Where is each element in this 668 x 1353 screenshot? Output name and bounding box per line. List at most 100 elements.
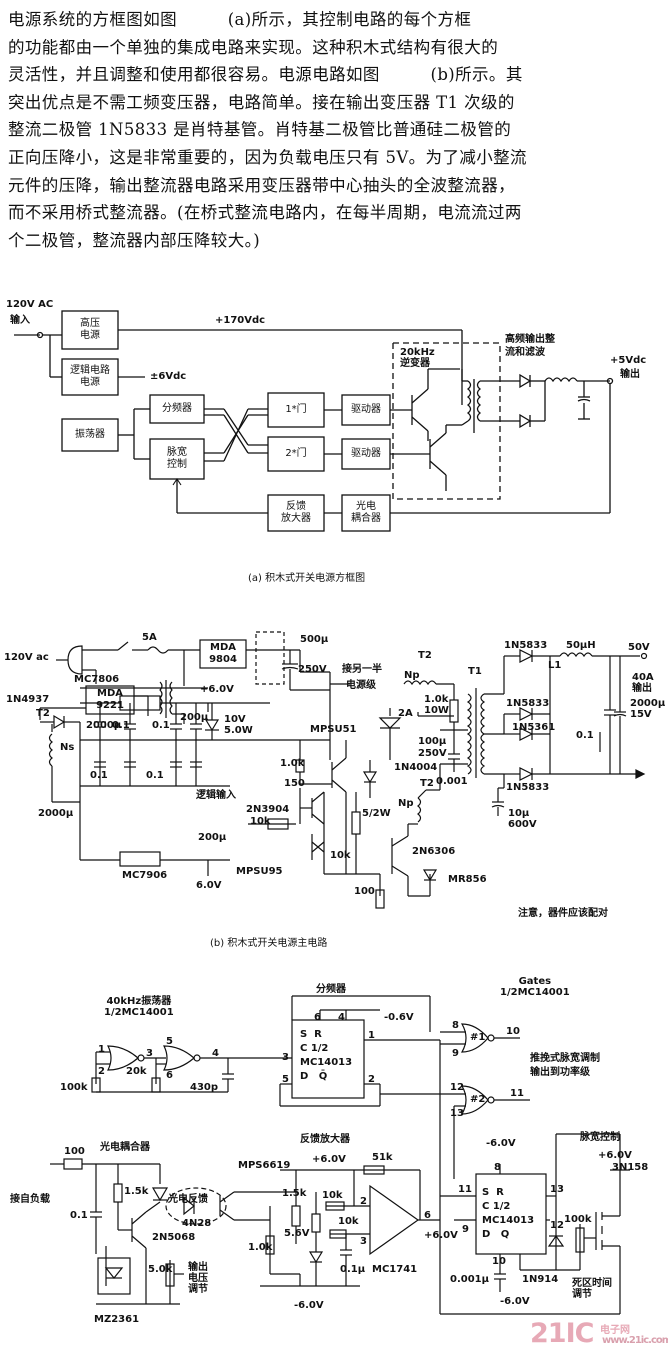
gate1-label: #1 [470,1032,486,1043]
hv-supply-block: 高压 电源 [80,318,100,341]
plus6b-label: +6.0V [424,1230,458,1241]
d1n4004-label: 1N4004 [394,762,438,773]
plus6a-label: +6.0V [312,1154,346,1165]
feedback-amp-block: 反馈 放大器 [281,501,311,524]
logic-rail-label: ±6Vdc [150,371,187,382]
mc7906-label: MC7906 [122,870,168,881]
ff1-pin2: 2 [368,1074,375,1085]
push-pull-label: 推挽式脉宽调制 输出到功率级 [530,1053,600,1078]
pwm-block: 脉宽 控制 [167,447,187,470]
q2n3904-label: 2N3904 [246,804,290,815]
l1-label: L1 [548,660,562,671]
minus6b-label: -6.0V [486,1138,516,1149]
op-pin6: 6 [424,1210,431,1221]
out-40a-label: 40A 输出 [632,672,654,694]
r1-0k-label: 1.0k [248,1242,273,1253]
r100-label: 100 [354,886,375,897]
control-circuit-wires [50,995,630,1315]
np-mid-label: Np [398,798,414,809]
figure-b-caption: (b) 积木式开关电源主电路 [210,938,328,949]
logic-input-label: 逻辑输入 [196,790,236,801]
c2000a: 2000μ [86,720,122,731]
output-label: 输出 [620,369,640,380]
a2-label: 2A [398,708,413,719]
d1n5833c-label: 1N5833 [506,782,550,793]
hv-rail-label: +170Vdc [215,315,266,326]
intro-paragraph: 电源系统的方框图如图 (a)所示，其控制电路的每个方框 的功能都由一个单独的集成… [8,6,660,254]
opto-title: 光电耦合器 [100,1142,150,1153]
other-half-label: 接另一半 [342,664,382,675]
gate2-block: 2*门 [285,448,307,459]
rect-filter-label: 高频输出整 流和滤波 [505,334,555,358]
from-load-label: 接自负载 [10,1194,50,1205]
r100k-b-label: 100k [564,1214,592,1225]
c0001-label: 0.001 [436,776,468,787]
ff2-pin12: 12 [550,1220,564,1231]
paragraph-line: 突出优点是不需工频变压器，电路简单。接在输出变压器 T1 次级的 [8,92,515,112]
gate-pin11: 11 [510,1088,524,1099]
mc7806-label: MC7806 [74,674,120,685]
t1-label: T1 [468,666,482,677]
gate-pin13: 13 [450,1108,464,1119]
gate-pin10: 10 [506,1026,520,1037]
r20k-label: 20k [126,1066,147,1077]
r5k-label: 5.0k [148,1264,173,1275]
r10k-b-label: 10k [330,850,351,861]
d1n5833a-label: 1N5833 [504,640,548,651]
c430p-label: 430p [190,1082,219,1093]
t2-mid-label: T2 [420,778,434,789]
out-50v-label: 50V [628,642,650,653]
site-watermark-logo: 21IC 电子网 www.21ic.com [530,1318,668,1349]
c2000b: 2000μ [38,808,74,819]
gates-title: Gates 1/2MC14001 [500,976,570,998]
watermark-cn: 电子网 [600,1325,630,1336]
ff2-pin8: 8 [494,1162,501,1173]
mr856-label: MR856 [448,874,487,885]
fuse-label: 5A [142,632,157,643]
osc-pin6: 6 [166,1070,173,1081]
d1n5833b-label: 1N5833 [506,698,550,709]
minus6v-label: 6.0V [196,880,222,891]
gate2-label: #2 [470,1094,486,1105]
note-label: 注意，器件应该配对 [518,908,608,919]
r1-5k-label: 1.5k [124,1186,149,1197]
c2000c-label: 2000μ 15V [630,698,666,720]
paragraph-line: 的功能都由一个单独的集成电路来实现。这种积木式结构有很大的 [8,37,499,57]
c200a: 200μ [180,712,209,723]
ff2-pin10: 10 [492,1256,506,1267]
c01a: 0.1 [112,720,130,731]
figure-b-main-circuit: 120V ac 5A MDA 9804 500μ 250V MDA 9221 1… [0,612,668,962]
r5-2w-label: 5/2W [362,808,391,819]
n28-label: 4N28 [182,1218,212,1229]
divider-block: 分频器 [162,403,192,414]
mps6619-label: MPS6619 [238,1160,291,1171]
flipflop2-label: S R C 1/2 MC14013 D Q [482,1187,535,1240]
gate-pin9: 9 [452,1048,459,1059]
cap-250v: 250V [298,664,327,675]
r10k-a-label: 10k [250,816,271,827]
r51k-label: 51k [372,1152,393,1163]
opto-feedback-label: 光电反馈 [168,1194,208,1205]
mda9804-block: MDA 9804 [209,642,237,665]
r1k-label: 1.0k [280,758,305,769]
minus06-label: -0.6V [384,1012,414,1023]
c01u-label: 0.1μ [340,1264,366,1275]
op-pin3: 3 [360,1236,367,1247]
paragraph-line: 电源系统的方框图如图 (a)所示，其控制电路的每个方框 [8,10,472,29]
q2n6306-label: 2N6306 [412,846,456,857]
c01d: 0.1 [146,770,164,781]
c01-label: 0.1 [70,1210,88,1221]
out-adjust-label: 输出 电压 调节 [188,1262,208,1295]
r10k-b-label: 10k [338,1216,359,1227]
main-circuit-wires [39,631,648,909]
supply-stage-label: 电源级 [346,680,376,691]
c0001u-label: 0.001μ [450,1274,489,1285]
cap-500u: 500μ [300,634,329,645]
flipflop1-label: S R C 1/2 MC14013 D Q̄ [300,1029,353,1082]
paragraph-line: 整流二极管 1N5833 是肖特基管。肖特基二极管比普通硅二极管的 [8,120,512,140]
paragraph-line: 而不采用桥式整流器。(在桥式整流电路内，在每半周期，电流流过两 [8,203,522,223]
driver1-block: 驱动器 [351,404,381,415]
ff2-pin11: 11 [458,1184,472,1195]
r100-label: 100 [64,1146,85,1157]
osc-pin4: 4 [212,1048,219,1059]
